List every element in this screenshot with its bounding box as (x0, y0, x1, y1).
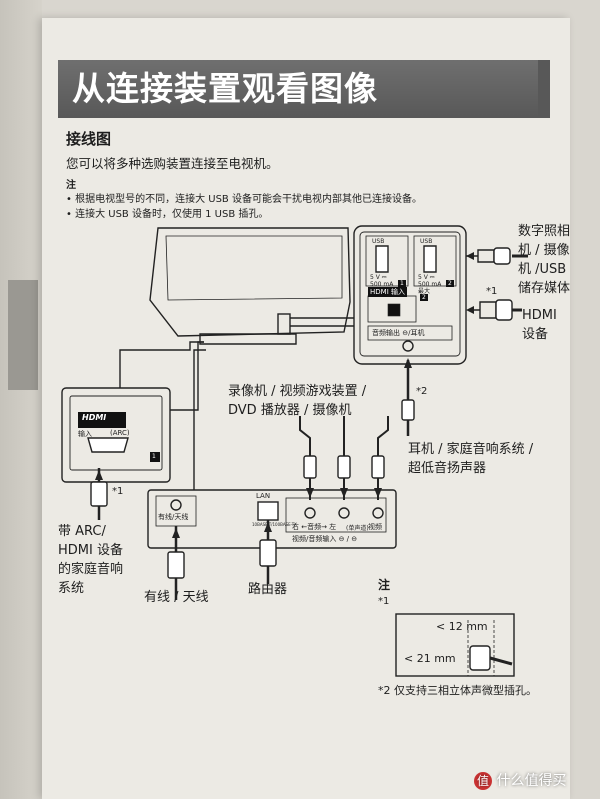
arrow-hdmi (466, 306, 474, 314)
antenna-plug (167, 551, 185, 579)
lan-port-label: LAN (256, 492, 271, 500)
note-label: 注 (66, 180, 76, 191)
usb2-number: 2 (446, 280, 454, 287)
tv-stand (199, 333, 297, 345)
arrow-lan (264, 522, 272, 532)
headphone-footnote-mark: *2 (416, 386, 428, 397)
audio-left-jack (338, 507, 350, 519)
arrow-av-video (374, 488, 382, 498)
footnote-label: 注 (378, 578, 391, 592)
hdmi1-logo: HDMI (82, 413, 107, 422)
section-intro: 您可以将多种选购装置连接至电视机。 (66, 156, 279, 171)
plug-dimension-12mm: < 12 mm (436, 620, 488, 633)
section-heading: 接线图 (66, 130, 112, 148)
av-audio-label: 右 ←音频→ 左 (292, 523, 337, 531)
usb2-label: USB (420, 238, 433, 245)
cable-antenna-label: 有线 / 天线 (144, 590, 209, 605)
watermark: 值 什么值得买 (474, 770, 566, 790)
hdmi1-number: 1 (152, 453, 156, 460)
arrow-av-right (306, 488, 314, 498)
lan-port-spec: 10BASE-T/100BASE-TX (252, 522, 297, 527)
arrow-headphone (404, 358, 412, 368)
arrow-hdmi-arc (95, 470, 103, 480)
hdmi1-input-label: 输入 (78, 430, 92, 438)
hdmi2-label: HDMI 输入 (368, 287, 407, 297)
plug-dimension-21mm: < 21 mm (404, 652, 456, 665)
antenna-port-label: 有线/天线 (158, 513, 189, 521)
hdmi1-arc-label: (ARC) (110, 429, 130, 437)
adjacent-page-tab (8, 280, 38, 390)
page-title: 从连接装置观看图像 (58, 60, 538, 118)
router-label: 路由器 (248, 582, 288, 597)
lan-port (257, 501, 279, 521)
audio-out-label: 音频输出 ⊖/耳机 (372, 329, 425, 337)
plug-dimension-box (395, 613, 515, 677)
usb1-number: 1 (398, 280, 406, 287)
arrow-usb (466, 252, 474, 260)
arc-system-label: 带 ARC/HDMI 设备的家庭音响系统 (58, 524, 124, 596)
hdmi-footnote-mark: *1 (486, 286, 498, 297)
antenna-jack (170, 499, 182, 511)
hdmi1-port (87, 437, 129, 453)
arc-footnote-mark: *1 (112, 486, 124, 497)
usb-port-2 (423, 245, 437, 273)
note-bullet-1: • 根据电视型号的不同，连接大 USB 设备可能会干扰电视内部其他已连接设备。 (66, 194, 422, 205)
arrow-av-left (340, 488, 348, 498)
title-banner-edge (538, 60, 550, 118)
av-input-label: 视频/音频输入 ⊖ / ⊖ (292, 535, 358, 543)
headphone-device-label: 耳机 / 家庭音响系统 /超低音扬声器 (408, 442, 534, 476)
hdmi-arc-panel (61, 387, 171, 483)
adjacent-page (0, 0, 42, 799)
hdmi2-number: 2 (420, 294, 428, 301)
lan-plug (259, 539, 277, 567)
arrow-antenna (172, 528, 180, 538)
tv-rear-outline (149, 227, 351, 337)
note-bullet-2: • 连接大 USB 设备时，仅使用 1 USB 插孔。 (66, 209, 269, 220)
av-video-label: 视频 (368, 523, 382, 531)
recorder-device-label: 录像机 / 视频游戏装置 /DVD 播放器 / 摄像机 (228, 384, 367, 418)
av-mono-label: (单声道) (346, 525, 369, 532)
footnote-mark-1: *1 (378, 596, 390, 607)
audio-right-jack (304, 507, 316, 519)
usb-port-1 (375, 245, 389, 273)
video-jack (372, 507, 384, 519)
hdmi-arc-plug (90, 481, 108, 507)
hdmi2-port (387, 303, 401, 317)
footnote-2-text: *2 仅支持三相立体声微型插孔。 (378, 684, 537, 697)
watermark-logo-icon: 值 (474, 772, 492, 790)
audio-out-jack (402, 340, 414, 352)
watermark-text: 什么值得买 (496, 773, 567, 789)
headphone-plug (401, 399, 415, 421)
usb1-label: USB (372, 238, 385, 245)
